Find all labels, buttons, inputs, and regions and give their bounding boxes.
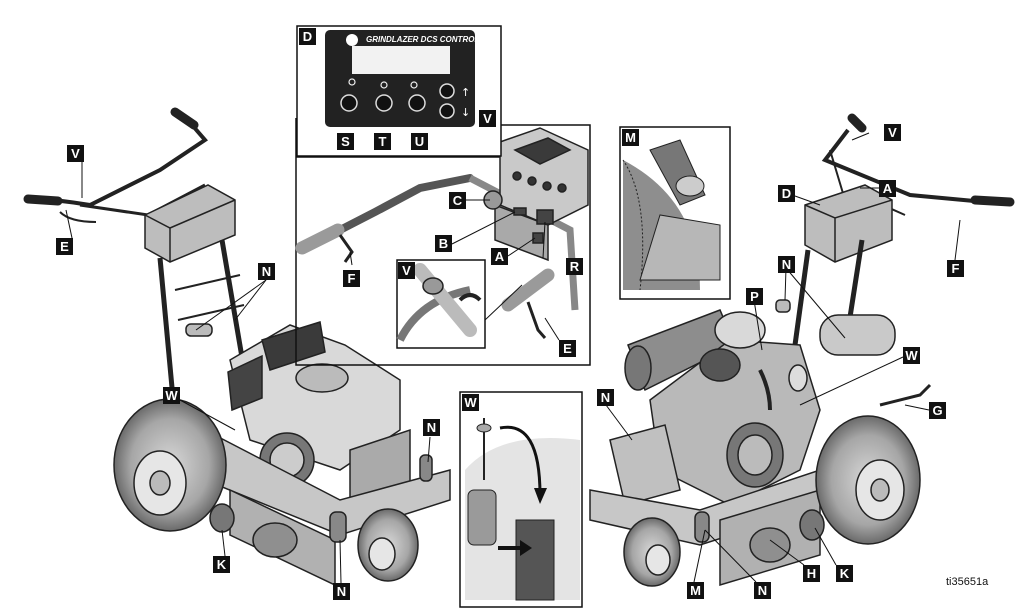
callout-f-inset: F [343, 270, 360, 287]
callout-n-right-top: N [778, 256, 795, 273]
blade-detail [619, 126, 731, 300]
callout-d-right: D [778, 185, 795, 202]
left-grip-left [23, 194, 63, 206]
callout-v-left: V [67, 145, 84, 162]
left-control-box [144, 184, 236, 263]
callout-v-panel: V [479, 110, 496, 127]
callout-h: H [803, 565, 820, 582]
panel-brand-text: GRINDLAZER DCS CONTROL [366, 35, 479, 44]
button-t[interactable] [375, 94, 393, 112]
callout-n-left-top: N [258, 263, 275, 280]
callout-e-inset: E [559, 340, 576, 357]
callout-n-left-bottom: N [333, 583, 350, 600]
button-s[interactable] [340, 94, 358, 112]
callout-w-right: W [903, 347, 920, 364]
callout-a-inset: A [491, 248, 508, 265]
callout-e-left: E [56, 238, 73, 255]
callout-t: T [374, 133, 391, 150]
callout-n-right-left: N [597, 389, 614, 406]
callout-p: P [746, 288, 763, 305]
arrow-down-icon: ↓ [461, 106, 470, 119]
left-grip-right [170, 107, 199, 130]
left-handlebar [27, 116, 208, 208]
right-grip [970, 195, 1015, 207]
leader-lines [65, 132, 961, 584]
callout-n-right-bottom: N [754, 582, 771, 599]
button-down[interactable] [439, 103, 455, 119]
dcs-control-panel-detail: ↑ ↓ [296, 25, 502, 157]
button-u[interactable] [408, 94, 426, 112]
right-air-tank [819, 314, 896, 356]
callout-v-right: V [884, 124, 901, 141]
callout-v-detail: V [398, 262, 415, 279]
arrow-up-icon: ↑ [461, 86, 470, 99]
callout-f-right: F [947, 260, 964, 277]
figure-id: ti35651a [946, 576, 989, 588]
callout-k-right: K [836, 565, 853, 582]
callout-n-left-right: N [423, 419, 440, 436]
callout-w-detail: W [462, 394, 479, 411]
right-battery [609, 424, 681, 506]
button-up[interactable] [439, 83, 455, 99]
callout-a-right: A [879, 180, 896, 197]
right-machine [589, 113, 1015, 587]
callout-u: U [411, 133, 428, 150]
left-handle-clamp [185, 323, 213, 337]
callout-g: G [929, 402, 946, 419]
callout-b: B [435, 235, 452, 252]
callout-k-left: K [213, 556, 230, 573]
callout-s: S [337, 133, 354, 150]
right-control-box [804, 184, 893, 263]
graco-logo-icon [346, 34, 358, 46]
callout-w-left: W [163, 387, 180, 404]
right-handlebar [821, 128, 986, 204]
display-screen [352, 46, 450, 74]
callout-d-inset: D [299, 28, 316, 45]
callout-m-detail: M [622, 129, 639, 146]
callout-r: R [566, 258, 583, 275]
hose-detail [459, 391, 583, 608]
left-lift-handle [329, 511, 347, 543]
callout-m-right: M [687, 582, 704, 599]
left-machine [23, 107, 451, 587]
callout-c: C [449, 192, 466, 209]
